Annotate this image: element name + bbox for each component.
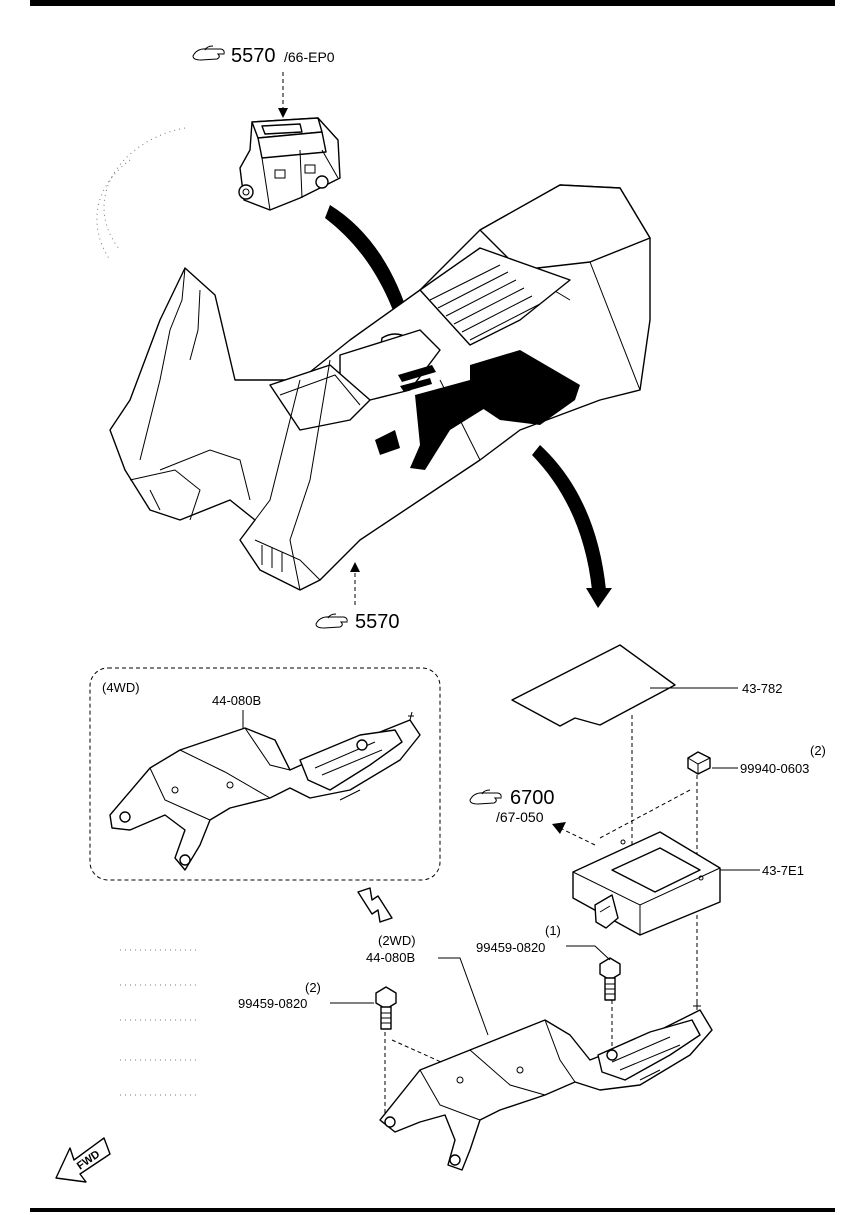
construction-lines <box>96 127 200 1096</box>
console-ref-number: 5570 <box>355 611 400 633</box>
hand-pointer-icon <box>315 613 348 629</box>
bolt-left-99459-0820 <box>375 986 397 1030</box>
switch-leader-arrowhead <box>278 108 288 118</box>
module-ref-number: 6700 <box>510 787 555 809</box>
nut-label: 99940-0603 <box>740 761 809 776</box>
center-console <box>109 184 651 591</box>
bolt-left-label: 99459-0820 <box>238 996 307 1011</box>
inset-4wd-variant: (4WD) <box>102 680 140 695</box>
variant-swap-arrow <box>357 887 393 923</box>
reference-console[interactable]: 5570 <box>315 611 400 633</box>
switch-ref-number: 5570 <box>231 45 276 67</box>
hand-pointer-icon <box>192 45 225 61</box>
module-ref-leader <box>559 827 596 846</box>
nut-qty: (2) <box>810 743 826 758</box>
mat-43-782 <box>511 644 676 727</box>
switch-assembly <box>238 117 341 211</box>
top-border <box>30 0 835 6</box>
bracket-2wd <box>379 1002 713 1171</box>
fwd-arrow: FWD <box>55 1137 111 1183</box>
module-43-7e1 <box>572 831 721 936</box>
switch-ref-sub: /66-EP0 <box>284 49 335 65</box>
module-label: 43-7E1 <box>762 863 804 878</box>
bolt-left-qty: (2) <box>305 980 321 995</box>
bolt-right-label: 99459-0820 <box>476 940 545 955</box>
module-ref-sub: /67-050 <box>496 809 544 825</box>
assembly-line-nut-diag <box>599 789 691 839</box>
hand-pointer-icon <box>469 789 502 805</box>
module-install-arrow <box>532 445 612 608</box>
bracket-4wd <box>109 711 421 871</box>
bracket-2wd-leader <box>438 957 489 1036</box>
reference-switch[interactable]: 5570 /66-EP0 <box>192 45 335 67</box>
inset-4wd-frame <box>89 667 441 881</box>
bolt-right-leader <box>566 945 611 961</box>
nut-99940-0603 <box>687 751 711 775</box>
inset-4wd-part: 44-080B <box>212 693 261 708</box>
bottom-border <box>30 1208 835 1212</box>
console-leader-arrowhead <box>350 562 360 572</box>
bolt-right-99459-0820 <box>599 957 621 1001</box>
reference-module[interactable]: 6700 /67-050 <box>469 787 555 825</box>
mat-label: 43-782 <box>742 681 782 696</box>
bracket-2wd-variant: (2WD) <box>378 933 416 948</box>
bolt-right-qty: (1) <box>545 923 561 938</box>
bracket-2wd-label: 44-080B <box>366 950 415 965</box>
module-ref-arrowhead <box>552 822 566 834</box>
